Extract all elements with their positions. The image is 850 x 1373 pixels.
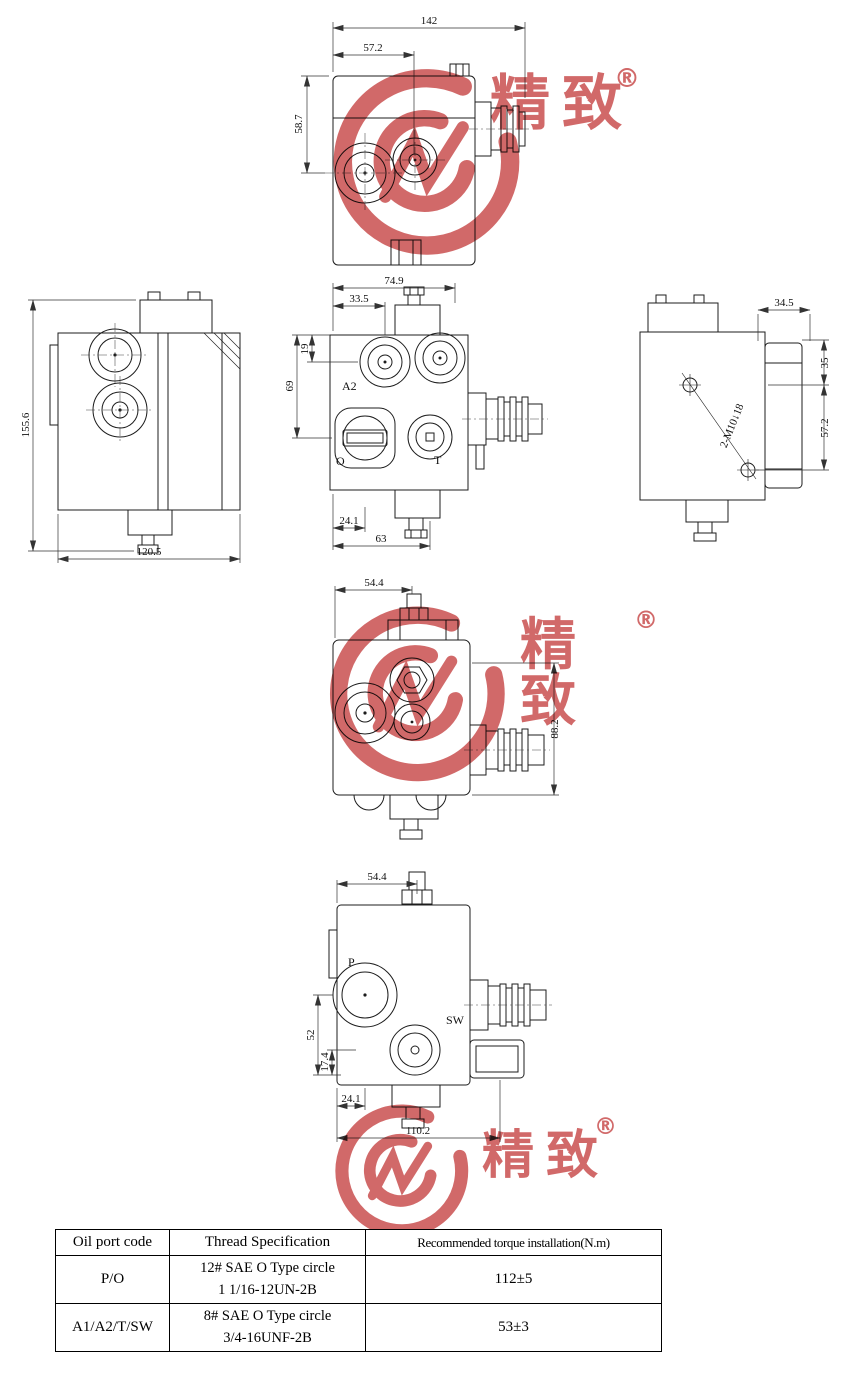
port-label-o: O xyxy=(336,454,345,468)
dim-52: 52 xyxy=(305,1030,317,1041)
dim-155-6: 155.6 xyxy=(20,412,32,437)
port-label-sw: SW xyxy=(446,1013,465,1027)
dim-88-2: 88.2 xyxy=(549,719,561,738)
right-view-body xyxy=(639,294,803,542)
header-thread-spec: Thread Specification xyxy=(169,1229,366,1256)
left-view-body xyxy=(49,291,241,554)
left-view-dimensions: 155.6 120.5 xyxy=(20,299,241,563)
bottom-view: 54.4 88.2 xyxy=(332,577,561,840)
registered-mark: ® xyxy=(614,64,640,94)
cell-torque: 53±3 xyxy=(365,1303,662,1352)
p-port-view-body xyxy=(328,871,552,1129)
dim-33-5: 33.5 xyxy=(349,293,369,305)
port-label-t: T xyxy=(434,453,442,467)
cell-port-code: P/O xyxy=(55,1255,170,1304)
dim-17-4: 17.4 xyxy=(319,1052,331,1072)
cell-port-code: A1/A2/T/SW xyxy=(55,1303,170,1352)
port-label-a2: A2 xyxy=(342,379,357,393)
dim-54-4-pport: 54.4 xyxy=(367,871,387,883)
bottom-view-body xyxy=(332,593,550,840)
table-row-p-o: P/O 12# SAE O Type circle 1 1/16-12UN-2B… xyxy=(55,1255,662,1304)
dim-142: 142 xyxy=(421,15,438,27)
table-header-row: Oil port code Thread Specification Recom… xyxy=(55,1229,662,1256)
dim-63: 63 xyxy=(376,533,388,545)
thread-spec-line1: 8# SAE O Type circle xyxy=(203,1307,332,1324)
dim-34-5: 34.5 xyxy=(774,297,794,309)
top-view-dimensions: 142 57.2 58.7 xyxy=(293,15,526,174)
dim-69: 69 xyxy=(284,380,296,392)
front-view-body xyxy=(329,286,548,539)
p-port-view-dimensions: 54.4 52 17.4 24.1 110.2 P SW xyxy=(305,871,501,1142)
left-view: 155.6 120.5 xyxy=(20,291,241,563)
right-view: 34.5 35 57.2 2-M10↓18 xyxy=(639,294,831,542)
bottom-view-dimensions: 54.4 88.2 xyxy=(334,577,561,796)
top-view-body xyxy=(325,63,531,266)
port-label-p: P xyxy=(348,955,355,969)
thread-spec-line2: 3/4-16UNF-2B xyxy=(223,1329,312,1346)
right-view-dimensions: 34.5 35 57.2 2-M10↓18 xyxy=(718,297,831,471)
dim-54-4-bottom: 54.4 xyxy=(364,577,384,589)
thread-note: 2-M10↓18 xyxy=(718,402,747,450)
dim-110-2: 110.2 xyxy=(406,1125,430,1137)
front-view: 74.9 33.5 69 19 24.1 63 A2 O T xyxy=(284,275,548,550)
table-row-a1-a2-t-sw: A1/A2/T/SW 8# SAE O Type circle 3/4-16UN… xyxy=(55,1303,662,1352)
dim-74-9: 74.9 xyxy=(384,275,404,287)
p-port-view: 54.4 52 17.4 24.1 110.2 P SW xyxy=(305,871,552,1142)
cell-thread-spec: 12# SAE O Type circle 1 1/16-12UN-2B xyxy=(169,1255,366,1304)
dim-58-7: 58.7 xyxy=(293,114,305,134)
thread-spec-line2: 1 1/16-12UN-2B xyxy=(218,1281,317,1298)
dim-24-1-pport: 24.1 xyxy=(341,1093,360,1105)
registered-mark: ® xyxy=(634,606,658,634)
dim-57-2-right: 57.2 xyxy=(819,418,831,437)
dim-57-2: 57.2 xyxy=(363,42,382,54)
thread-spec-line1: 12# SAE O Type circle xyxy=(200,1259,335,1276)
top-view: 142 57.2 58.7 xyxy=(293,15,531,266)
spec-table: Oil port code Thread Specification Recom… xyxy=(55,1229,662,1352)
cell-thread-spec: 8# SAE O Type circle 3/4-16UNF-2B xyxy=(169,1303,366,1352)
dim-35: 35 xyxy=(819,357,831,369)
header-torque: Recommended torque installation(N.m) xyxy=(365,1229,662,1256)
dim-19: 19 xyxy=(299,343,311,355)
front-view-dimensions: 74.9 33.5 69 19 24.1 63 A2 O T xyxy=(284,275,456,550)
dim-24-1: 24.1 xyxy=(339,515,358,527)
cell-torque: 112±5 xyxy=(365,1255,662,1304)
dim-120-5: 120.5 xyxy=(137,546,162,558)
header-oil-port-code: Oil port code xyxy=(55,1229,170,1256)
